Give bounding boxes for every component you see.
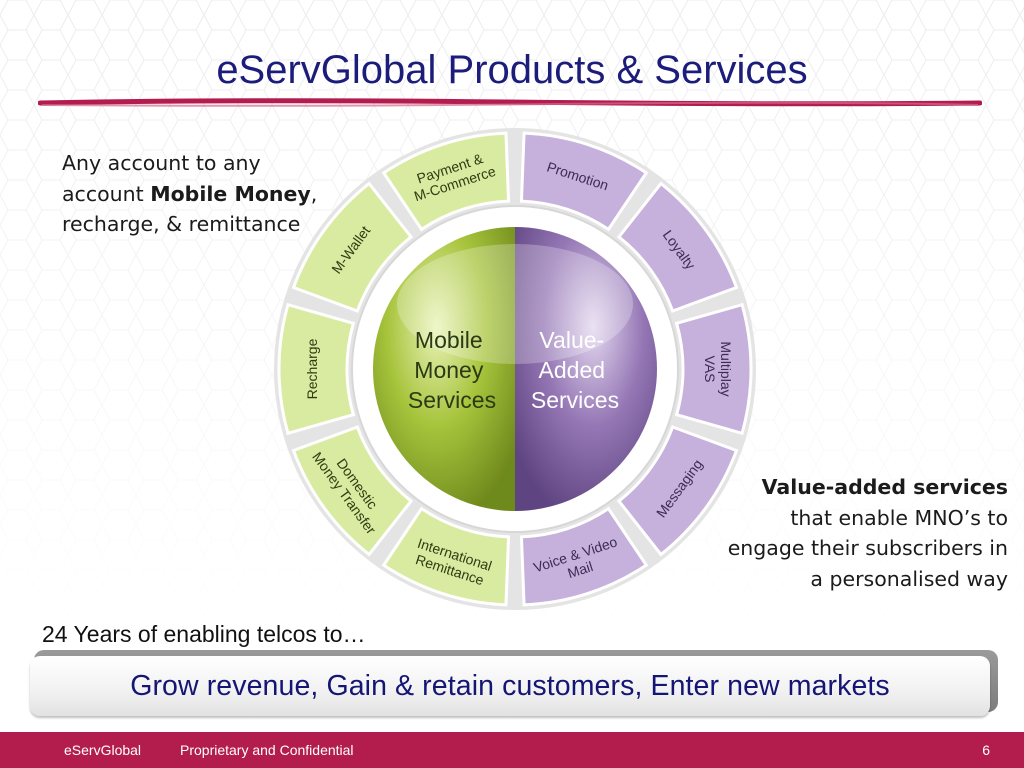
ring-label-line: Mail <box>566 558 595 581</box>
services-wheel: Payment &M-CommerceM-WalletRechargeDomes… <box>274 128 756 610</box>
wheel-left-segments: Payment &M-CommerceM-WalletRechargeDomes… <box>277 131 511 607</box>
center-left-line-2: Money <box>414 357 484 383</box>
center-left-label: Mobile Money Services <box>408 327 496 413</box>
slide-title: eServGlobal Products & Services <box>216 48 808 92</box>
ring-segment-label: Recharge <box>304 338 320 399</box>
ring-segment-left <box>291 425 414 557</box>
banner-text: Grow revenue, Gain & retain customers, E… <box>130 669 890 702</box>
center-left-half <box>373 227 515 511</box>
ring-segment-left <box>291 181 414 313</box>
value-banner: Grow revenue, Gain & retain customers, E… <box>30 656 990 716</box>
center-highlight <box>397 244 633 364</box>
ring-label-line: Recharge <box>304 338 320 399</box>
ring-label-line: Multiplay <box>718 341 734 396</box>
center-left-line-1: Mobile <box>415 327 483 353</box>
ring-segment-right <box>519 131 649 232</box>
value-added-description: Value-added services that enable MNO’s t… <box>727 475 1008 591</box>
center-right-line-2: Added <box>539 357 606 383</box>
ring-label-line: VAS <box>702 356 718 383</box>
footer-bar: eServGlobal Proprietary and Confidential… <box>0 732 1024 768</box>
center-right-half <box>515 227 657 511</box>
center-right-line-3: Services <box>531 387 619 413</box>
wheel-right-segments: PromotionLoyaltyMultiplayVASMessagingVoi… <box>519 131 753 607</box>
ring-segment-right <box>674 302 753 436</box>
footer-brand: eServGlobal <box>64 742 142 758</box>
page-number: 6 <box>982 742 990 758</box>
ring-segment-right <box>616 425 739 557</box>
ring-segment-right <box>519 506 649 607</box>
ring-segment-left <box>277 302 356 436</box>
ring-segment-right <box>616 181 739 313</box>
ring-segment-label: MultiplayVAS <box>702 341 734 396</box>
footer-confidential-note: Proprietary and Confidential <box>180 742 354 758</box>
ring-segment-left <box>381 131 511 232</box>
title-underline <box>38 98 982 107</box>
mobile-money-description: Any account to any account Mobile Money,… <box>62 151 318 236</box>
center-left-line-3: Services <box>408 387 496 413</box>
tagline: 24 Years of enabling telcos to… <box>42 621 366 647</box>
center-right-label: Value- Added Services <box>531 327 619 413</box>
ring-segment-left <box>381 506 511 607</box>
center-right-line-1: Value- <box>539 327 604 353</box>
